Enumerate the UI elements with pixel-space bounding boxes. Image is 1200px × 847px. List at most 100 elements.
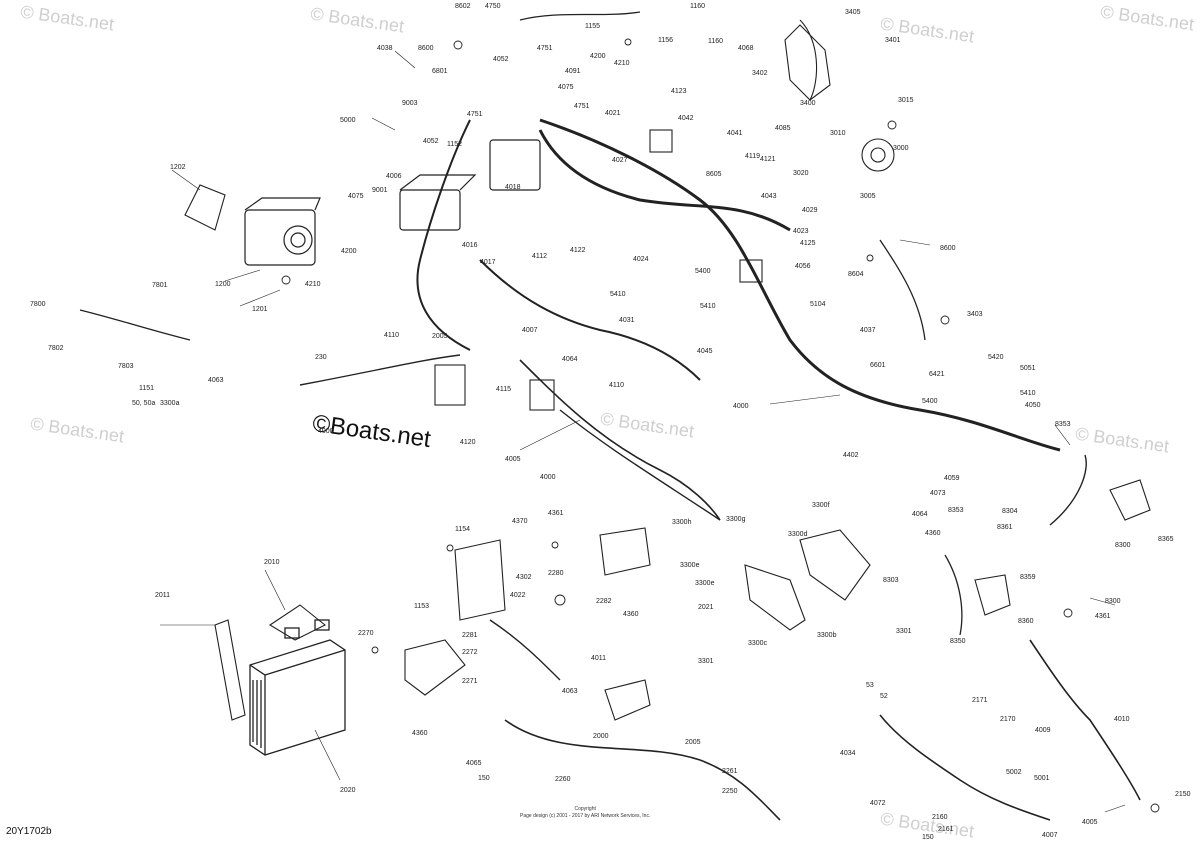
copyright-line: Copyright <box>574 806 596 812</box>
part-number-label: 4119 <box>745 153 761 160</box>
part-number-label: 3020 <box>793 170 809 177</box>
part-number-label: 4361 <box>1095 613 1111 620</box>
part-number-label: 4063 <box>562 688 578 695</box>
part-number-label: 5400 <box>695 268 711 275</box>
part-number-label: 2280 <box>548 570 564 577</box>
part-number-label: 3300h <box>672 519 692 526</box>
part-number-label: 3300c <box>748 640 768 647</box>
module-8365 <box>1109 479 1151 521</box>
part-number-label: 8600 <box>940 245 956 252</box>
fasteners <box>281 38 1160 813</box>
part-number-label: 4110 <box>609 382 625 389</box>
part-number-label: 2160 <box>932 814 948 821</box>
part-number-label: 4006 <box>386 173 402 180</box>
part-number-label: 4120 <box>460 439 476 446</box>
part-number-label: 4052 <box>423 138 439 145</box>
part-number-label: 5410 <box>610 291 626 298</box>
part-number-label: 3300g <box>726 516 746 523</box>
part-number-label: 2005 <box>685 739 701 746</box>
part-number-label: 8350 <box>950 638 966 645</box>
part-number-label: 4115 <box>496 386 512 393</box>
fuse-box <box>399 139 541 231</box>
part-number-label: 52 <box>880 693 888 700</box>
part-number-label: 4056 <box>795 263 811 270</box>
part-number-label: 4402 <box>843 452 859 459</box>
part-number-label: 4091 <box>565 68 581 75</box>
part-number-label: 4063 <box>208 377 224 384</box>
part-number-label: 1151 <box>139 385 155 392</box>
part-number-label: 6601 <box>870 362 886 369</box>
part-number-label: 4360 <box>412 730 428 737</box>
part-number-label: 150 <box>478 775 490 782</box>
part-number-label: 4034 <box>840 750 856 757</box>
part-number-label: 3401 <box>885 37 901 44</box>
part-number-label: 3301 <box>698 658 714 665</box>
part-number-label: 3300d <box>788 531 808 538</box>
part-number-label: 4007 <box>522 327 538 334</box>
part-number-label: 4360 <box>623 611 639 618</box>
copyright-line: Page design (c) 2001 - 2017 by ARI Netwo… <box>520 813 651 819</box>
cable-8350 <box>944 554 963 636</box>
part-number-label: 3300a <box>160 400 180 407</box>
part-number-label: 4000 <box>733 403 749 410</box>
part-number-label: 1153 <box>414 603 430 610</box>
abs-bracket <box>184 184 226 231</box>
part-number-label: 2272 <box>462 649 478 656</box>
part-number-label: 4038 <box>377 45 393 52</box>
part-number-label: 4043 <box>761 193 777 200</box>
part-number-label: 4010 <box>1114 716 1130 723</box>
part-number-label: 5400 <box>922 398 938 405</box>
part-number-label: 4007 <box>1042 832 1058 839</box>
part-number-label: 4000 <box>540 474 556 481</box>
module-4360-mid <box>599 527 651 576</box>
part-number-label: 3015 <box>898 97 914 104</box>
part-number-label: 4009 <box>1035 727 1051 734</box>
part-number-label: 2270 <box>358 630 374 637</box>
part-number-label: 7803 <box>118 363 134 370</box>
part-number-label: 1156 <box>658 37 674 44</box>
battery <box>249 619 346 756</box>
part-number-label: 4210 <box>305 281 321 288</box>
part-number-label: 4751 <box>467 111 483 118</box>
cable-8300 <box>1049 454 1087 526</box>
figure-id: 20Y1702b <box>6 826 52 837</box>
part-number-label: 4011 <box>591 655 607 662</box>
part-number-label: 2171 <box>972 697 988 704</box>
part-number-label: 4042 <box>678 115 694 122</box>
part-number-label: 2011 <box>155 592 171 599</box>
part-number-label: 4361 <box>548 510 564 517</box>
part-number-label: 4085 <box>775 125 791 132</box>
part-number-label: 4064 <box>912 511 928 518</box>
leader-lines <box>160 50 1126 813</box>
part-number-label: 2260 <box>555 776 571 783</box>
part-number-label: 4073 <box>930 490 946 497</box>
part-number-label: 4064 <box>562 356 578 363</box>
part-number-label: 4029 <box>802 207 818 214</box>
part-number-label: 6421 <box>929 371 945 378</box>
part-number-label: 3403 <box>967 311 983 318</box>
part-number-label: 2161 <box>938 826 954 833</box>
part-number-label: 2005 <box>432 333 448 340</box>
part-number-label: 5410 <box>700 303 716 310</box>
part-number-label: 1160 <box>708 38 724 45</box>
part-number-label: 9001 <box>372 187 388 194</box>
relay-cluster <box>434 129 763 411</box>
module-4360-left <box>404 639 466 696</box>
part-number-label: 4072 <box>870 800 886 807</box>
part-number-label: 4041 <box>727 130 743 137</box>
part-number-label: 3300e <box>680 562 700 569</box>
abs-module <box>244 197 321 266</box>
part-number-label: 150 <box>922 834 934 841</box>
part-number-label: 3405 <box>845 9 861 16</box>
part-number-label: 3402 <box>752 70 768 77</box>
part-number-label: 4075 <box>348 193 364 200</box>
part-number-label: 3301 <box>896 628 912 635</box>
part-number-label: 8359 <box>1020 574 1036 581</box>
part-number-label: 4016 <box>462 242 478 249</box>
harness-branch-center <box>479 259 701 381</box>
module-8360 <box>974 574 1011 616</box>
part-number-label: 4022 <box>510 592 526 599</box>
part-number-label: 4370 <box>512 518 528 525</box>
part-number-label: 5410 <box>1020 390 1036 397</box>
part-number-label: 4200 <box>341 248 357 255</box>
